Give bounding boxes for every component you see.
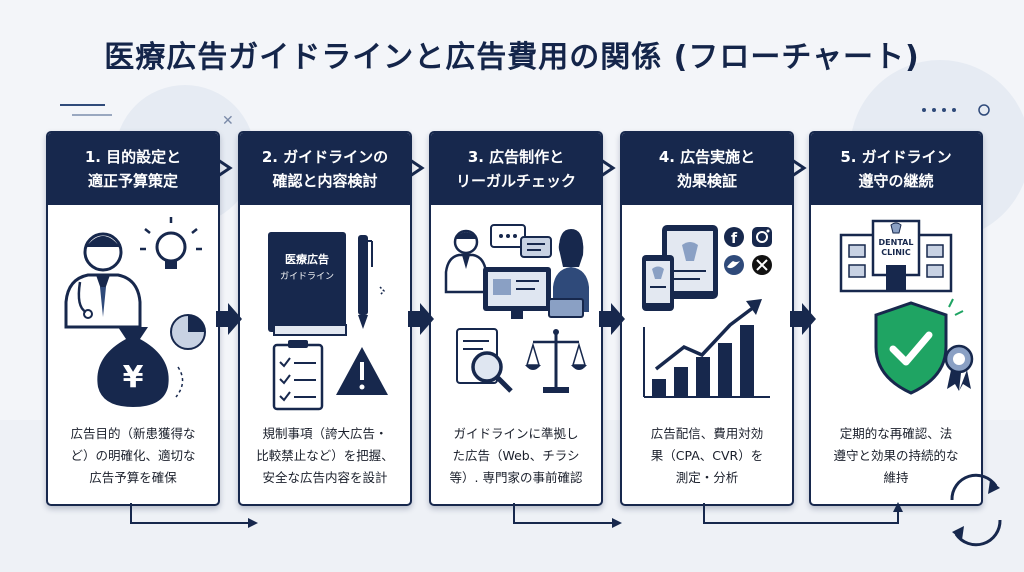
flow-arrow	[599, 303, 625, 335]
doctor-icon	[64, 232, 142, 329]
chat-bubble-icon	[490, 224, 552, 258]
step-header: 5. ガイドライン 遵守の継続	[811, 133, 981, 205]
trend-arrow-icon	[654, 299, 762, 371]
step-description-line: 規制事項（誇大広告・	[262, 426, 388, 441]
step-illustration: DENTAL CLINIC	[839, 219, 974, 395]
step-header: 1. 目的設定と 適正予算策定	[48, 133, 218, 205]
step-description: 規制事項（誇大広告・ 比較禁止など）を把握、 安全な広告内容を設計	[246, 423, 404, 489]
book-title-line: 医療広告	[285, 252, 329, 266]
page-title: 医療広告ガイドラインと広告費用の関係 (フローチャート)	[104, 40, 920, 75]
step-title-line: 効果検証	[676, 172, 737, 190]
step-title-line: リーガルチェック	[455, 172, 576, 190]
twitter-icon	[724, 255, 744, 275]
step-card-5: 5. ガイドライン 遵守の継続 DENTAL CLINIC	[809, 131, 983, 506]
step-description: ガイドラインに準拠し た広告（Web、チラシ 等）. 専門家の事前確認	[437, 423, 595, 489]
step-description-line: 維持	[883, 470, 909, 485]
step-illustration: 医療広告 ガイドライン	[268, 232, 388, 411]
step-title-line: 適正予算策定	[87, 172, 178, 190]
step-title-line: 遵守の継続	[858, 172, 934, 190]
x-icon	[752, 255, 772, 275]
step-card-1: 1. 目的設定と 適正予算策定 ¥	[46, 131, 220, 506]
step-description-line: た広告（Web、チラシ	[452, 448, 580, 463]
step-description-line: 安全な広告内容を設計	[262, 470, 388, 485]
pie-chart-icon	[170, 314, 206, 398]
warning-icon	[336, 347, 388, 395]
lightbulb-icon	[140, 217, 202, 269]
step-card-2: 2. ガイドラインの 確認と内容検討 医療広告 ガイドライン	[238, 131, 412, 506]
step-description-line: ガイドラインに準拠し	[453, 426, 579, 441]
step-description-line: 等）. 専門家の事前確認	[449, 470, 583, 485]
step-header: 3. 広告制作と リーガルチェック	[431, 133, 601, 205]
bar-chart-icon	[643, 325, 770, 398]
woman-with-laptop-icon	[548, 229, 589, 318]
doctor-icon	[444, 229, 488, 294]
step-description-line: 広告予算を確保	[89, 470, 177, 485]
step-description-line: 定期的な再確認、法	[839, 426, 953, 441]
bg-dot	[952, 108, 956, 112]
step-header: 4. 広告実施と 効果検証	[622, 133, 792, 205]
step-description-line: ど）の明確化、適切な	[70, 448, 196, 463]
tablet-icon	[662, 225, 718, 299]
clinic-sign-line: DENTAL	[879, 238, 914, 247]
money-bag-icon: ¥	[97, 327, 169, 407]
step-description: 広告配信、費用対効 果（CPA、CVR）を 測定・分析	[628, 423, 786, 489]
step-title-line: 確認と内容検討	[272, 172, 378, 190]
step-title-line: 5. ガイドライン	[840, 148, 952, 166]
book-title-line: ガイドライン	[280, 271, 334, 282]
step-title-line: 4. 広告実施と	[658, 148, 756, 166]
shield-check-icon	[874, 298, 964, 395]
bg-sparkle: ✕	[222, 113, 234, 129]
bg-dot	[942, 108, 946, 112]
svg-text:f: f	[731, 231, 738, 247]
flow-arrow	[408, 303, 434, 335]
step-description: 定期的な再確認、法 遵守と効果の持続的な 維持	[817, 423, 975, 489]
pen-icon	[358, 235, 386, 329]
award-badge-icon	[944, 344, 974, 391]
facebook-icon: f	[724, 227, 744, 247]
step-title-line: 2. ガイドラインの	[261, 148, 389, 166]
clinic-sign-line: CLINIC	[881, 248, 911, 257]
step-illustration	[444, 224, 589, 393]
step-description-line: 遵守と効果の持続的な	[833, 448, 959, 463]
step-description-line: 果（CPA、CVR）を	[650, 448, 764, 463]
smartphone-icon	[642, 255, 674, 311]
step-description-line: 広告配信、費用対効	[650, 426, 764, 441]
monitor-icon	[483, 267, 551, 319]
step-card-4: 4. 広告実施と 効果検証 f	[620, 131, 794, 506]
step-description-line: 広告目的（新患獲得な	[70, 426, 196, 441]
flow-arrow	[790, 303, 816, 335]
book-icon: 医療広告 ガイドライン	[268, 232, 347, 336]
step-description-line: 測定・分析	[675, 470, 739, 485]
bg-dot	[922, 108, 926, 112]
clinic-building-icon: DENTAL CLINIC	[839, 219, 953, 293]
step-illustration: f	[642, 225, 772, 398]
bg-ring	[978, 104, 990, 116]
flow-arrow	[216, 303, 242, 335]
money-bag-symbol: ¥	[123, 360, 144, 395]
scales-icon	[525, 329, 587, 393]
step-card-3: 3. 広告制作と リーガルチェック	[429, 131, 603, 506]
magnifier-icon	[456, 328, 513, 393]
step-description: 広告目的（新患獲得な ど）の明確化、適切な 広告予算を確保	[54, 423, 212, 489]
checklist-icon	[272, 340, 324, 411]
step-title-line: 3. 広告制作と	[467, 148, 565, 166]
step-description-line: 比較禁止など）を把握、	[256, 448, 394, 463]
step-header: 2. ガイドラインの 確認と内容検討	[240, 133, 410, 205]
step-title-line: 1. 目的設定と	[84, 148, 182, 166]
step-illustration: ¥	[64, 217, 206, 407]
bg-dot	[932, 108, 936, 112]
instagram-icon	[752, 227, 772, 247]
